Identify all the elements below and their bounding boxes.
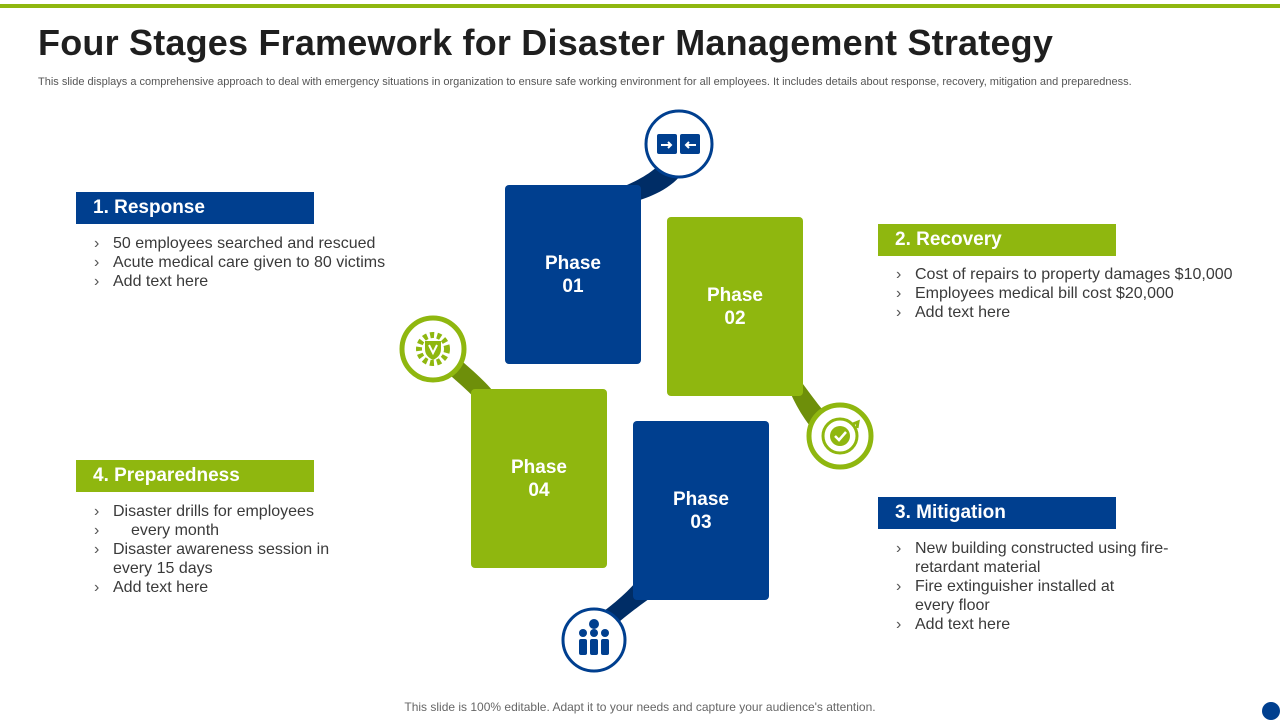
- swap-arrows-icon: [644, 109, 714, 179]
- page-subtitle: This slide displays a comprehensive appr…: [38, 76, 1132, 88]
- phase-02-word: Phase: [707, 284, 763, 306]
- page-title: Four Stages Framework for Disaster Manag…: [38, 22, 1054, 63]
- phase-03-word: Phase: [673, 488, 729, 510]
- phase-04-block: Phase 04: [471, 389, 607, 568]
- recovery-bullet-1: Cost of repairs to property damages $10,…: [896, 265, 1266, 284]
- response-title: 1. Response: [76, 192, 314, 224]
- phase-04-number: 04: [528, 479, 550, 501]
- recovery-bullet-3: Add text here: [896, 303, 1266, 322]
- recovery-bullet-2: Employees medical bill cost $20,000: [896, 284, 1266, 303]
- mitigation-bullet-1-cont: retardant material: [915, 559, 1041, 576]
- response-bullet-1: 50 employees searched and rescued: [94, 234, 414, 253]
- phase-01-block: Phase 01: [505, 185, 641, 364]
- preparedness-bullet-1: Disaster drills for employees: [94, 502, 414, 521]
- phase-03-number: 03: [690, 511, 712, 533]
- shield-gear-icon: [399, 315, 467, 383]
- footer-note: This slide is 100% editable. Adapt it to…: [404, 700, 876, 714]
- preparedness-bullet-2-cont: every 15 days: [113, 560, 213, 577]
- mitigation-bullet-1: New building constructed using fire-: [896, 539, 1266, 558]
- mitigation-bullet-2-cont: every floor: [915, 597, 990, 614]
- mitigation-title: 3. Mitigation: [878, 497, 1116, 529]
- phase-01-number: 01: [562, 275, 584, 297]
- phase-03-block: Phase 03: [633, 421, 769, 600]
- preparedness-bullet-3: Add text here: [94, 578, 414, 597]
- corner-dot: [1262, 702, 1280, 720]
- recovery-bullets: Cost of repairs to property damages $10,…: [896, 265, 1266, 322]
- preparedness-bullets: Disaster drills for employees every mont…: [94, 502, 414, 597]
- mitigation-bullet-3: Add text here: [896, 615, 1266, 634]
- preparedness-bullet-1-cont: every month: [94, 521, 414, 540]
- phase-02-number: 02: [724, 307, 746, 329]
- phase-02-block: Phase 02: [667, 217, 803, 396]
- response-bullet-2: Acute medical care given to 80 victims: [94, 253, 414, 272]
- recovery-title: 2. Recovery: [878, 224, 1116, 256]
- team-icon: [561, 607, 627, 673]
- top-accent-bar: [0, 4, 1280, 8]
- mitigation-bullet-2: Fire extinguisher installed at: [896, 577, 1266, 596]
- mitigation-bullets: New building constructed using fire- ret…: [896, 539, 1266, 634]
- response-bullets: 50 employees searched and rescued Acute …: [94, 234, 414, 291]
- recovery-cycle-icon: [806, 402, 874, 470]
- phase-04-word: Phase: [511, 456, 567, 478]
- preparedness-bullet-2: Disaster awareness session in: [94, 540, 414, 559]
- preparedness-title: 4. Preparedness: [76, 460, 314, 492]
- phase-01-word: Phase: [545, 252, 601, 274]
- response-bullet-3: Add text here: [94, 272, 414, 291]
